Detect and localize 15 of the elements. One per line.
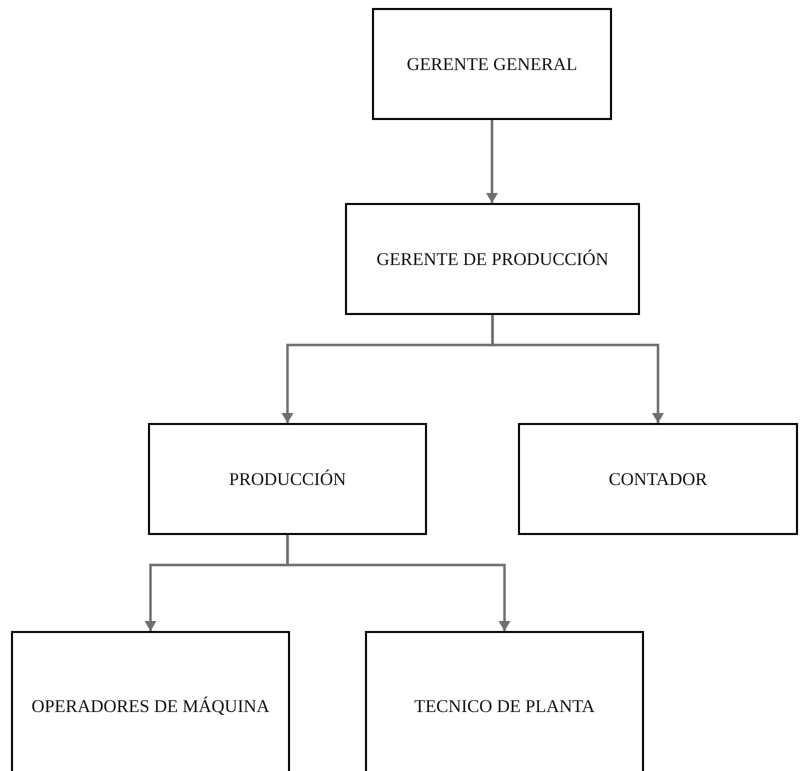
org-box [11,631,290,771]
position-title: PRODUCCIÓN [228,468,346,491]
position-title: GERENTE DE PRODUCCIÓN [376,248,608,271]
connector-arrow [491,315,664,423]
position-title: GERENTE GENERAL [406,52,578,76]
org-box [345,203,640,315]
org-box [518,423,798,535]
position-title: TECNICO DE PLANTA [414,694,595,718]
org-box [365,631,644,771]
connector-arrow [286,535,510,631]
position-title: CONTADOR [608,468,708,491]
org-box [148,423,427,535]
connector-arrow [486,120,498,203]
position-title: OPERADORES DE MÁQUINA [31,694,270,718]
org-box [372,8,612,120]
